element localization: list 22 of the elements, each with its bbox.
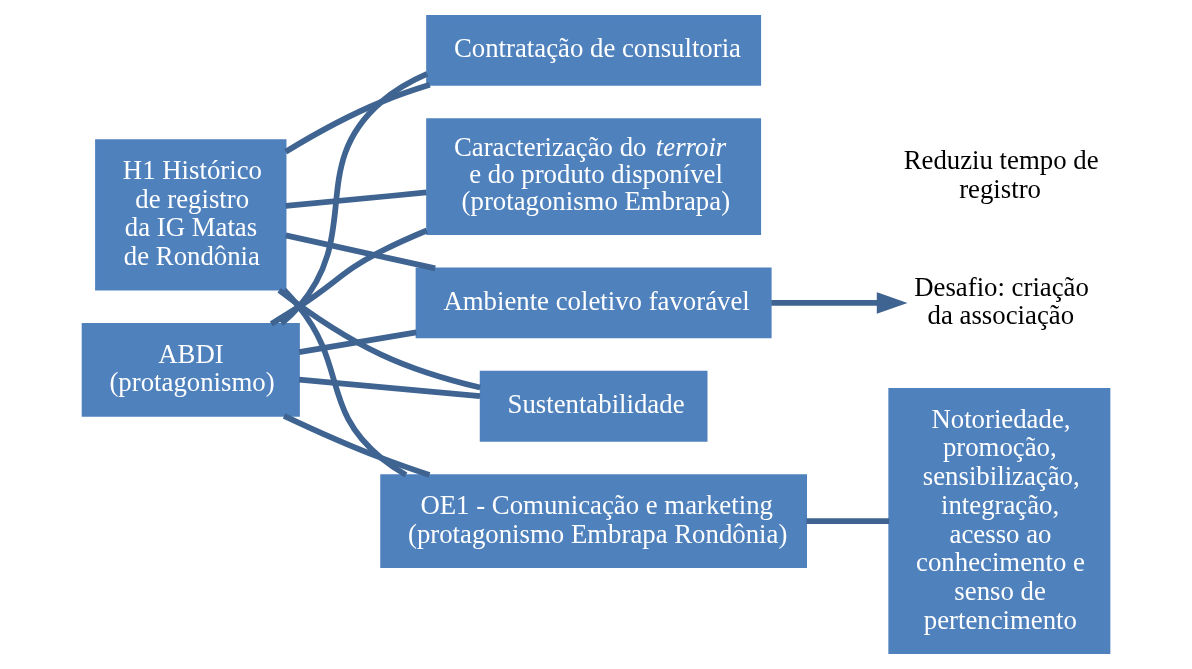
connector [269,227,428,327]
node-box: H1 Histórico de registro da IG Matas de Rondônia [94,139,286,291]
connector [283,82,431,155]
connector [281,288,407,478]
node-box: Ambiente coletivo favorável [415,267,772,339]
arrow [770,292,907,314]
connector [282,413,430,478]
node-box: Sustentabilidade [479,370,707,442]
connector [806,518,889,524]
connector [284,189,427,209]
connector [298,376,480,399]
node-box: OE1 - Comunicação e marketing (protagonismo Embrapa Rondônia) [379,474,807,568]
node-box: ABDI (protagonismo) [81,323,300,417]
node-box: Caracterização do terroir e do produto disponível (protagonismo Embrapa) [425,118,761,235]
label: Reduziu tempo de registro [903,145,1099,205]
connector [276,287,481,391]
node-text: Desafio: criação da associação [913,271,1089,331]
node-box: Notoriedade, promoção, sensibilização, integração, acesso ao conhecimento e senso de pertencimento [887,388,1110,655]
connector [298,329,417,355]
connector [284,232,436,272]
node-box: Contratação de consultoria [425,14,761,86]
connector [279,71,428,326]
